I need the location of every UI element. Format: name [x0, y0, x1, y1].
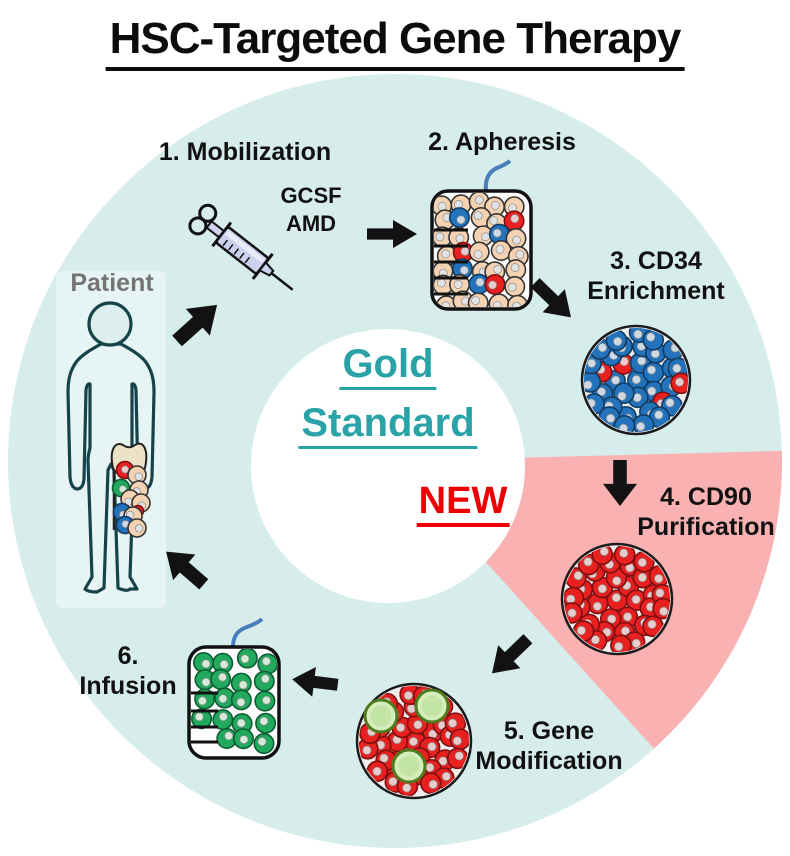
step1-label: 1. Mobilization [158, 138, 332, 166]
step3-label: 3. CD34 Enrichment [587, 247, 725, 305]
center-circle [251, 329, 525, 603]
step5-label: 5. Gene Modification [475, 717, 623, 775]
gold-standard-label: Gold Standard [298, 338, 478, 450]
step2-label: 2. Apheresis [428, 128, 576, 156]
step6-label: 6. Infusion [79, 642, 177, 700]
page-title: HSC-Targeted Gene Therapy [105, 14, 685, 71]
step4-label: 4. CD90 Purification [637, 483, 775, 541]
drug-gcsf: GCSF [280, 183, 342, 208]
new-label: NEW [416, 480, 510, 527]
patient-label: Patient [70, 269, 154, 297]
mobilization-drugs: GCSF AMD [280, 182, 341, 238]
drug-amd: AMD [285, 211, 337, 236]
